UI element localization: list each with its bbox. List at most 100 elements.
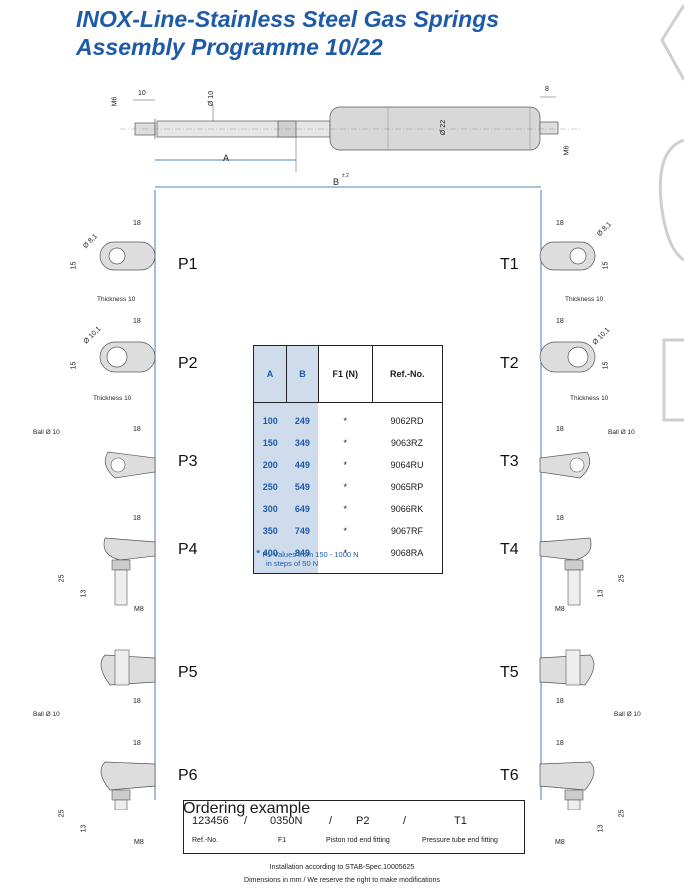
t3-ball: Ball Ø 10 — [608, 429, 635, 436]
cell-f1: * — [343, 526, 347, 536]
fitting-p1-shape — [99, 241, 156, 271]
cell-f1: * — [343, 460, 347, 470]
cell-b: 449 — [286, 454, 319, 476]
t2-dim2: 15 — [602, 361, 610, 370]
cell-a: 100 — [253, 402, 287, 432]
p6-thread: M8 — [134, 839, 144, 846]
fitting-p3-shape — [104, 451, 156, 479]
note-star: * — [256, 548, 261, 560]
label-t1: T1 — [500, 256, 519, 273]
dim-dia-22: Ø 22 — [440, 119, 448, 136]
p3-ball: Ball Ø 10 — [33, 429, 60, 436]
cell-b: 849 — [286, 542, 319, 574]
label-p2: P2 — [178, 355, 198, 372]
p3-dim1: 18 — [133, 426, 141, 433]
force-note: * F1-Values from 150 - 1000 N in steps o… — [256, 548, 359, 569]
table-row: 150 349 * 9063RZ — [253, 432, 443, 454]
fitting-p6-shape — [100, 761, 156, 810]
note-line1: F1-Values from 150 - 1000 N — [262, 550, 359, 559]
fitting-t1-shape — [539, 241, 596, 271]
dim-10: 10 — [138, 90, 146, 97]
fitting-t4-shape — [539, 537, 592, 606]
cell-ref: 9067RF — [390, 526, 424, 536]
dim-m6-left: M6 — [111, 96, 119, 107]
p5-ball: Ball Ø 10 — [33, 711, 60, 718]
p5-dim1: 18 — [133, 698, 141, 705]
label-t2: T2 — [500, 355, 519, 372]
cell-ref: 9066RK — [390, 504, 424, 514]
order-force-label: F1 — [278, 837, 287, 844]
footer-dimensions: Dimensions in mm / We reserve the right … — [244, 877, 440, 884]
t4-dim2: 25 — [618, 574, 626, 583]
fitting-p4-shape — [103, 537, 156, 606]
cell-ref: 9065RP — [390, 482, 424, 492]
table-row: 200 449 * 9064RU — [253, 454, 443, 476]
dim-b: B — [333, 177, 340, 187]
cell-a: 200 — [253, 454, 287, 476]
right-fittings-drawing — [539, 241, 596, 810]
p6-dim1: 18 — [133, 740, 141, 747]
t1-note: Thickness 10 — [565, 296, 604, 303]
fitting-t3-shape — [539, 451, 591, 479]
cell-ref: 9064RU — [390, 460, 424, 470]
cell-ref: 9068RA — [390, 548, 424, 558]
label-p6: P6 — [178, 767, 198, 784]
cell-f1: * — [343, 416, 347, 426]
order-rod-label: Piston rod end fitting — [326, 837, 390, 844]
cell-ref: 9062RD — [390, 416, 424, 426]
cell-ref: 9063RZ — [390, 438, 424, 448]
dim-a: A — [223, 153, 230, 163]
label-p1: P1 — [178, 256, 198, 273]
dim-8: 8 — [545, 86, 549, 93]
order-ref-label: Ref.-No. — [192, 837, 219, 844]
t5-dim1: 18 — [556, 698, 564, 705]
cell-a: 350 — [253, 520, 287, 542]
fitting-t2-shape — [539, 341, 596, 373]
fitting-t6-shape — [539, 761, 595, 810]
col-header-ref: Ref.-No. — [371, 345, 443, 403]
order-sep-1: / — [244, 815, 248, 827]
cell-f1: * — [343, 482, 347, 492]
page-title-line2: Assembly Programme 10/22 — [76, 34, 383, 60]
ordering-caption: Ordering example — [183, 800, 311, 817]
cell-a: 300 — [253, 498, 287, 520]
cell-f1: * — [343, 548, 347, 558]
table-row: 250 549 * 9065RP — [253, 476, 443, 498]
t2-dim1: 18 — [556, 318, 564, 325]
p2-dim2: 15 — [70, 361, 78, 370]
cell-a: 150 — [253, 432, 287, 454]
t6-dim2: 25 — [618, 809, 626, 818]
fitting-p5-shape — [100, 649, 156, 686]
cell-b: 549 — [286, 476, 319, 498]
label-p5: P5 — [178, 664, 198, 681]
p2-dim1: 18 — [133, 318, 141, 325]
cell-b: 749 — [286, 520, 319, 542]
t4-dim3: 13 — [597, 589, 605, 598]
col-header-f1: F1 (N) — [317, 345, 373, 403]
order-tube-value: T1 — [454, 815, 467, 827]
dim-dia-10: Ø 10 — [208, 90, 216, 107]
t4-dim1: 18 — [556, 515, 564, 522]
t5-ball: Ball Ø 10 — [614, 711, 641, 718]
p1-note: Thickness 10 — [97, 296, 136, 303]
table-row: 350 749 * 9067RF — [253, 520, 443, 542]
p6-dim3: 13 — [80, 824, 88, 833]
label-p4: P4 — [178, 541, 198, 558]
t6-dim1: 18 — [556, 740, 564, 747]
col-header-a: A — [253, 345, 287, 403]
p1-dim1: 18 — [133, 220, 141, 227]
footer-installation: Installation according to STAB-Spec.1000… — [269, 864, 415, 871]
reference-table: A B F1 (N) Ref.-No. 100 249 * 9062RD 150… — [253, 345, 443, 574]
fitting-t5-shape — [539, 649, 595, 686]
table-row: 100 249 * 9062RD — [253, 402, 443, 432]
cell-f1: * — [343, 504, 347, 514]
order-ref-value: 123456 — [192, 815, 229, 827]
label-t6: T6 — [500, 767, 519, 784]
p4-dim3: 13 — [80, 589, 88, 598]
label-t4: T4 — [500, 541, 519, 558]
order-tube-label: Pressure tube end fitting — [422, 837, 498, 844]
t4-thread: M8 — [555, 606, 565, 613]
fitting-p2-shape — [99, 341, 156, 373]
table-row: 400 849 * 9068RA — [253, 542, 443, 574]
order-force-value: 0350N — [270, 815, 303, 827]
